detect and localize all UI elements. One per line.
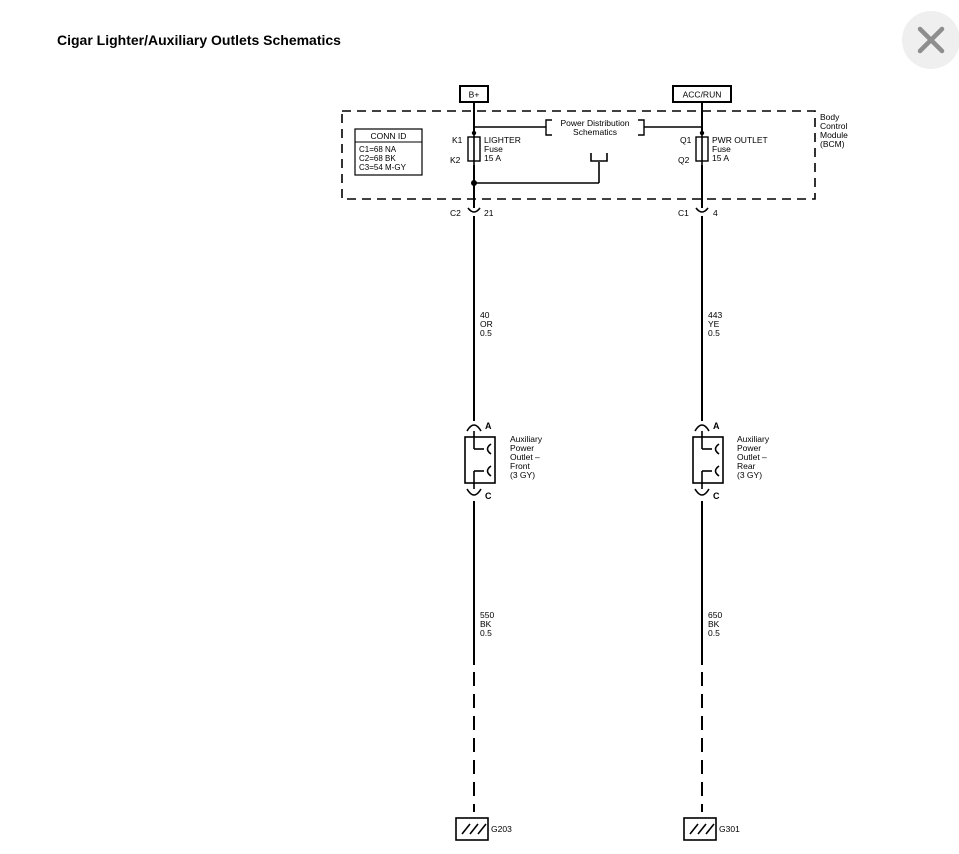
outlet-rear: A C Auxiliary Power Outlet – Rear (3 GY) [692, 421, 770, 501]
wire-label-right-lower: 650 BK 0.5 [708, 610, 722, 638]
bcm-boundary [341, 110, 816, 200]
power-source-acc-run: ACC/RUN [672, 85, 732, 103]
svg-text:Front: Front [510, 461, 530, 471]
svg-text:40: 40 [480, 310, 490, 320]
fuse-pwr-outlet-pin-top: Q1 [680, 135, 692, 145]
svg-text:0.5: 0.5 [708, 628, 720, 638]
close-button[interactable] [902, 11, 959, 69]
svg-text:15 A: 15 A [484, 153, 501, 163]
svg-text:443: 443 [708, 310, 722, 320]
connector-c1: C1 4 [678, 207, 718, 218]
power-distribution-reference: Power Distribution Schematics [474, 118, 702, 137]
svg-text:Outlet –: Outlet – [510, 452, 540, 462]
wire-label-right-upper: 443 YE 0.5 [708, 310, 722, 338]
outlet-front-pin-top: A [485, 421, 492, 431]
power-source-bplus: B+ [459, 85, 489, 103]
svg-text:YE: YE [708, 319, 720, 329]
svg-text:Outlet –: Outlet – [737, 452, 767, 462]
svg-text:(3 GY): (3 GY) [510, 470, 535, 480]
fuse-pwr-outlet-pin-bottom: Q2 [678, 155, 690, 165]
svg-text:OR: OR [480, 319, 493, 329]
outlet-rear-pin-bottom: C [713, 491, 720, 501]
svg-text:550: 550 [480, 610, 494, 620]
svg-text:LIGHTER: LIGHTER [484, 135, 521, 145]
outlet-rear-pin-top: A [713, 421, 720, 431]
svg-text:(3 GY): (3 GY) [737, 470, 762, 480]
connector-c1-id: C1 [678, 208, 689, 218]
wire-label-left-upper: 40 OR 0.5 [480, 310, 493, 338]
fuse-lighter-pin-bottom: K2 [450, 155, 461, 165]
svg-text:Module: Module [820, 130, 848, 140]
fuse-lighter: K1 K2 LIGHTER Fuse 15 A [450, 130, 521, 165]
internal-splice [470, 153, 608, 187]
svg-text:0.5: 0.5 [480, 328, 492, 338]
svg-text:Rear: Rear [737, 461, 756, 471]
conn-id-line: C3=54 M-GY [359, 163, 407, 172]
connector-c2-pin: 21 [484, 208, 494, 218]
svg-text:Auxiliary: Auxiliary [510, 434, 543, 444]
conn-id-line: C2=68 BK [359, 154, 396, 163]
fuse-pwr-outlet: Q1 Q2 PWR OUTLET Fuse 15 A [678, 130, 768, 165]
svg-text:Auxiliary: Auxiliary [737, 434, 770, 444]
power-source-acc-run-label: ACC/RUN [683, 90, 722, 100]
ground-g301: G301 [683, 817, 740, 841]
close-icon [917, 26, 945, 54]
power-source-bplus-label: B+ [469, 90, 480, 100]
svg-text:0.5: 0.5 [708, 328, 720, 338]
page-title: Cigar Lighter/Auxiliary Outlets Schemati… [57, 32, 341, 48]
svg-text:(BCM): (BCM) [820, 139, 845, 149]
svg-text:Fuse: Fuse [484, 144, 503, 154]
ground-g203-label: G203 [491, 824, 512, 834]
bcm-label: Body Control Module (BCM) [820, 112, 848, 149]
wire-label-left-lower: 550 BK 0.5 [480, 610, 494, 638]
conn-id-line: C1=68 NA [359, 145, 397, 154]
svg-text:BK: BK [708, 619, 720, 629]
svg-text:Power: Power [510, 443, 534, 453]
svg-text:BK: BK [480, 619, 492, 629]
conn-id-title: CONN ID [371, 131, 407, 141]
svg-text:15 A: 15 A [712, 153, 729, 163]
ground-g301-label: G301 [719, 824, 740, 834]
svg-text:Fuse: Fuse [712, 144, 731, 154]
outlet-front-pin-bottom: C [485, 491, 492, 501]
svg-text:Schematics: Schematics [573, 127, 617, 137]
outlet-front: A C Auxiliary Power Outlet – Front (3 GY… [464, 421, 543, 501]
ground-g203: G203 [455, 817, 512, 841]
svg-text:Power Distribution: Power Distribution [561, 118, 630, 128]
svg-text:Control: Control [820, 121, 848, 131]
conn-id-box: CONN ID C1=68 NA C2=68 BK C3=54 M-GY [354, 128, 423, 176]
svg-text:Body: Body [820, 112, 840, 122]
connector-c2: C2 21 [450, 207, 494, 218]
svg-text:0.5: 0.5 [480, 628, 492, 638]
svg-text:Power: Power [737, 443, 761, 453]
fuse-lighter-pin-top: K1 [452, 135, 463, 145]
connector-c1-pin: 4 [713, 208, 718, 218]
svg-text:650: 650 [708, 610, 722, 620]
connector-c2-id: C2 [450, 208, 461, 218]
svg-text:PWR OUTLET: PWR OUTLET [712, 135, 768, 145]
